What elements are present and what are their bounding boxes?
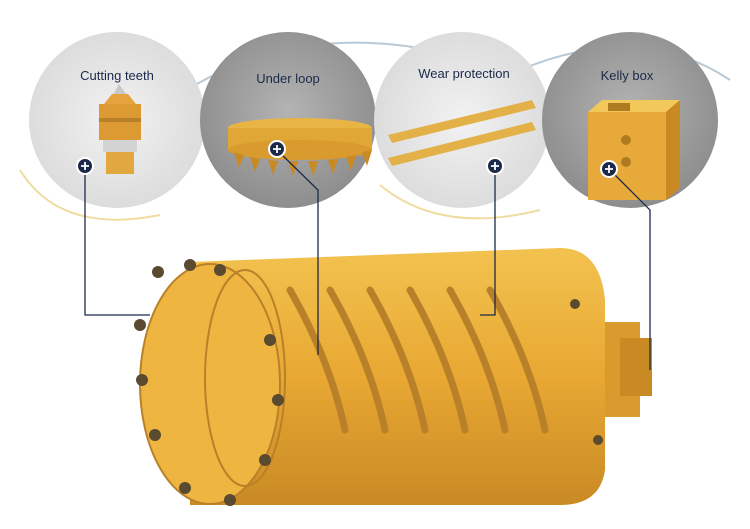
plus-circle-icon[interactable]	[76, 157, 94, 175]
under-loop-label: Under loop	[256, 71, 320, 86]
kelly-box-image	[588, 100, 680, 200]
wear-protection-image	[388, 100, 536, 166]
wear-protection-label: Wear protection	[418, 66, 510, 81]
kelly-box-label: Kelly box	[600, 68, 654, 83]
plus-circle-icon[interactable]	[600, 160, 618, 178]
under-loop-image	[228, 118, 372, 176]
leader-lines	[84, 149, 651, 370]
decor-arc	[379, 184, 541, 220]
decor-arc	[19, 169, 161, 221]
plus-circle-icon[interactable]	[486, 157, 504, 175]
cutting-teeth-label: Cutting teeth	[80, 68, 154, 83]
bucket-body	[134, 248, 652, 506]
plus-circle-icon[interactable]	[268, 140, 286, 158]
cutting-tooth-image	[99, 84, 141, 174]
